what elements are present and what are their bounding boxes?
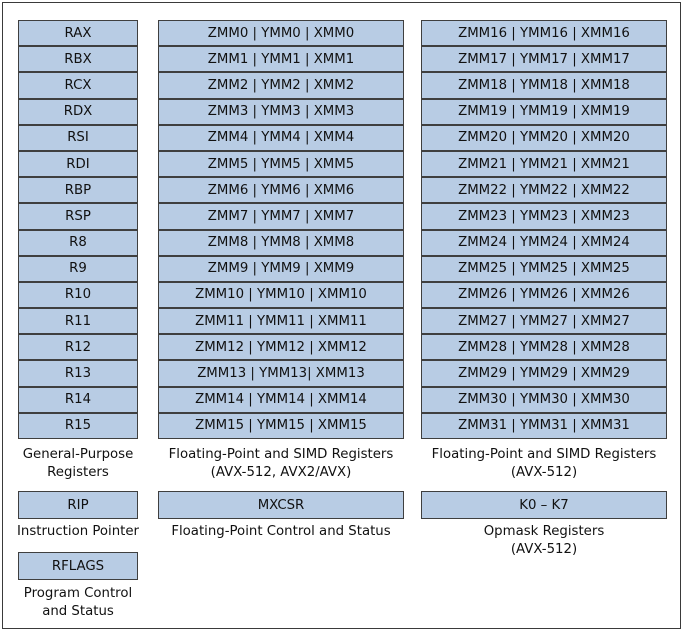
rip-caption: Instruction Pointer xyxy=(16,524,140,539)
simd-high-register: ZMM30 | YMM30 | XMM30 xyxy=(421,386,667,413)
simd-low-register: ZMM11 | YMM11 | XMM11 xyxy=(158,308,404,335)
simd-low-caption-line1: Floating-Point and SIMD Registers xyxy=(168,447,394,462)
general-purpose-register: R11 xyxy=(18,308,138,335)
simd-high-register: ZMM16 | YMM16 | XMM16 xyxy=(421,20,667,47)
general-purpose-register: R9 xyxy=(18,255,138,282)
opmask-register: K0 – K7 xyxy=(421,491,667,519)
simd-low-caption: Floating-Point and SIMD Registers (AVX-5… xyxy=(150,446,412,482)
simd-low-register: ZMM13 | YMM13| XMM13 xyxy=(158,360,404,387)
general-purpose-register: R15 xyxy=(18,412,138,439)
general-purpose-register: RDI xyxy=(18,150,138,178)
opmask-caption: Opmask Registers (AVX-512) xyxy=(413,523,675,559)
general-purpose-register: RCX xyxy=(18,72,138,99)
simd-high-register: ZMM23 | YMM23 | XMM23 xyxy=(421,203,667,230)
general-purpose-register: RDX xyxy=(18,98,138,125)
mxcsr-register: MXCSR xyxy=(158,491,404,519)
general-purpose-register: RAX xyxy=(18,20,138,47)
simd-high-register: ZMM19 | YMM19 | XMM19 xyxy=(421,98,667,125)
simd-low-caption-line2: (AVX-512, AVX2/AVX) xyxy=(210,465,352,480)
general-purpose-register: R13 xyxy=(18,360,138,387)
simd-low-register: ZMM0 | YMM0 | XMM0 xyxy=(158,20,404,47)
simd-low-register: ZMM8 | YMM8 | XMM8 xyxy=(158,229,404,256)
general-purpose-register: R12 xyxy=(18,334,138,361)
simd-low-register: ZMM9 | YMM9 | XMM9 xyxy=(158,255,404,282)
general-purpose-caption-line2: Registers xyxy=(47,465,109,480)
simd-low-register: ZMM3 | YMM3 | XMM3 xyxy=(158,98,404,125)
simd-low-register: ZMM14 | YMM14 | XMM14 xyxy=(158,386,404,413)
simd-low-register: ZMM1 | YMM1 | XMM1 xyxy=(158,46,404,73)
simd-high-register: ZMM21 | YMM21 | XMM21 xyxy=(421,150,667,178)
simd-high-caption: Floating-Point and SIMD Registers (AVX-5… xyxy=(413,446,675,482)
general-purpose-register: R10 xyxy=(18,281,138,309)
simd-low-register: ZMM7 | YMM7 | XMM7 xyxy=(158,203,404,230)
simd-high-register: ZMM20 | YMM20 | XMM20 xyxy=(421,124,667,151)
simd-low-register: ZMM10 | YMM10 | XMM10 xyxy=(158,281,404,309)
simd-high-register: ZMM27 | YMM27 | XMM27 xyxy=(421,308,667,335)
simd-high-caption-line2: (AVX-512) xyxy=(510,465,578,480)
general-purpose-register: RBP xyxy=(18,177,138,204)
general-purpose-register: RSI xyxy=(18,124,138,151)
rflags-caption-line1: Program Control xyxy=(23,586,133,601)
general-purpose-register: R8 xyxy=(18,229,138,256)
rflags-caption-line2: and Status xyxy=(42,604,114,619)
simd-low-register: ZMM6 | YMM6 | XMM6 xyxy=(158,177,404,204)
simd-high-register: ZMM24 | YMM24 | XMM24 xyxy=(421,229,667,256)
rflags-caption: Program Control and Status xyxy=(10,585,146,621)
simd-high-register: ZMM18 | YMM18 | XMM18 xyxy=(421,72,667,99)
simd-low-register: ZMM2 | YMM2 | XMM2 xyxy=(158,72,404,99)
simd-high-register: ZMM29 | YMM29 | XMM29 xyxy=(421,360,667,387)
simd-high-register: ZMM17 | YMM17 | XMM17 xyxy=(421,46,667,73)
opmask-caption-line1: Opmask Registers xyxy=(483,524,605,539)
general-purpose-register: R14 xyxy=(18,386,138,413)
simd-high-register: ZMM22 | YMM22 | XMM22 xyxy=(421,177,667,204)
simd-low-register: ZMM15 | YMM15 | XMM15 xyxy=(158,412,404,439)
rflags-register: RFLAGS xyxy=(18,552,138,580)
opmask-caption-line2: (AVX-512) xyxy=(510,542,578,557)
general-purpose-caption: General-Purpose Registers xyxy=(10,446,146,482)
simd-high-caption-line1: Floating-Point and SIMD Registers xyxy=(431,447,657,462)
simd-low-register: ZMM5 | YMM5 | XMM5 xyxy=(158,150,404,178)
general-purpose-register: RBX xyxy=(18,46,138,73)
simd-high-register: ZMM31 | YMM31 | XMM31 xyxy=(421,412,667,439)
simd-high-register: ZMM28 | YMM28 | XMM28 xyxy=(421,334,667,361)
simd-low-register: ZMM4 | YMM4 | XMM4 xyxy=(158,124,404,151)
simd-high-register: ZMM25 | YMM25 | XMM25 xyxy=(421,255,667,282)
general-purpose-caption-line1: General-Purpose xyxy=(22,447,134,462)
mxcsr-caption: Floating-Point Control and Status xyxy=(171,524,391,539)
simd-low-register: ZMM12 | YMM12 | XMM12 xyxy=(158,334,404,361)
simd-high-register: ZMM26 | YMM26 | XMM26 xyxy=(421,281,667,309)
rip-register: RIP xyxy=(18,491,138,519)
general-purpose-register: RSP xyxy=(18,203,138,230)
